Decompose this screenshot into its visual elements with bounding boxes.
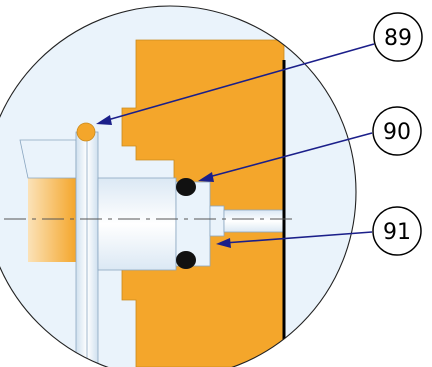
ball xyxy=(76,122,96,142)
callout-90: 90 xyxy=(372,106,422,156)
left-orange-block xyxy=(28,178,76,262)
plug-tip xyxy=(223,209,285,233)
plug-body xyxy=(97,177,177,271)
plug-step xyxy=(209,205,225,237)
seal-ring-lower xyxy=(176,251,196,269)
callout-label: 90 xyxy=(383,120,411,145)
callout-label: 89 xyxy=(384,26,412,51)
leader-lines xyxy=(96,43,375,248)
seal-ring-upper xyxy=(176,178,196,196)
detail-circle-outline xyxy=(0,5,357,367)
callout-91: 91 xyxy=(372,206,422,256)
callout-circle xyxy=(373,12,423,62)
arrowhead-90 xyxy=(198,172,214,182)
leader-line-89 xyxy=(103,43,375,122)
callout-89: 89 xyxy=(373,12,423,62)
leader-line-90 xyxy=(204,132,373,179)
callout-label: 91 xyxy=(383,220,411,245)
left-block-lower xyxy=(19,139,77,179)
callout-circle xyxy=(372,206,422,256)
arrowhead-89 xyxy=(96,115,112,125)
leader-line-91 xyxy=(223,231,373,244)
callout-circle xyxy=(372,106,422,156)
arrowhead-91 xyxy=(216,238,231,248)
